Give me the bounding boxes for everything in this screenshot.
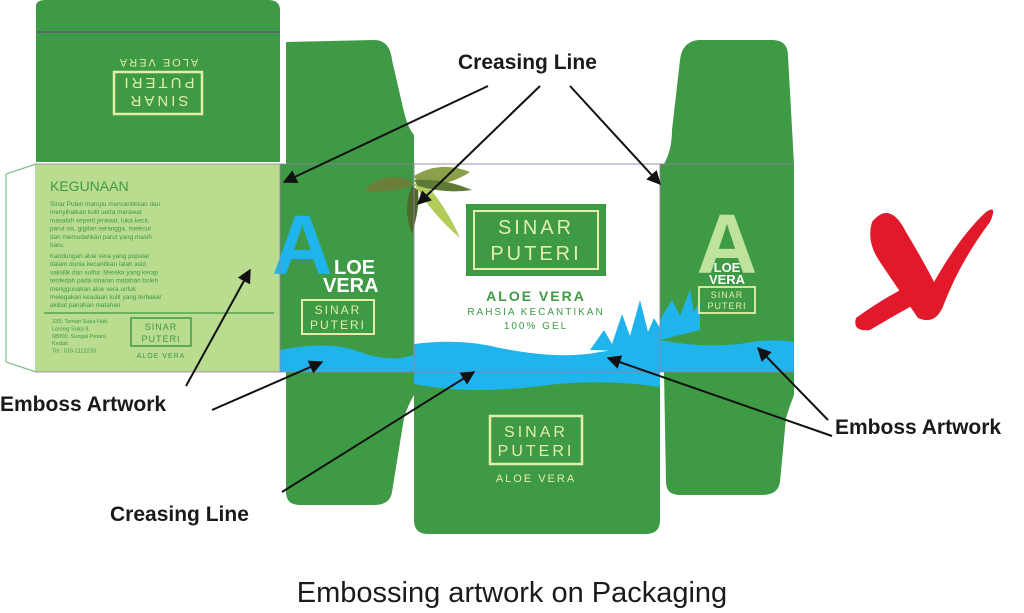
bottom-brand-line2: PUTERI bbox=[498, 443, 575, 460]
text-line: parut sis, gigitan serangga, melecur bbox=[50, 226, 152, 233]
text-line: baru. bbox=[50, 242, 65, 249]
right-side-vera: VERA bbox=[709, 272, 746, 287]
glue-flap bbox=[5, 163, 37, 373]
front-brand-line2: PUTERI bbox=[490, 243, 581, 265]
text-line: Kedah bbox=[52, 341, 68, 347]
front-brand-line1: SINAR bbox=[498, 217, 574, 239]
text-line: menyihatkan kulit serta merawat bbox=[50, 209, 142, 216]
cross-mark-icon bbox=[855, 209, 994, 331]
text-line: salisilik dan sulfur. Mereka yang kerap bbox=[50, 269, 158, 276]
front-tagline: RAHSIA KECANTIKAN bbox=[467, 307, 604, 318]
right-side-panel: A LOE VERA SINAR PUTERI bbox=[660, 40, 794, 495]
left-side-brand-line1: SINAR bbox=[315, 303, 362, 317]
top-flap-brand-line2: PUTERI bbox=[121, 74, 194, 91]
right-side-loe: LOE bbox=[714, 260, 741, 275]
back-panel-heading: KEGUNAAN bbox=[50, 178, 129, 194]
back-brand-product: ALOE VERA bbox=[137, 353, 186, 360]
callout-creasing-line-bottom: Creasing Line bbox=[110, 503, 249, 526]
right-emboss-letter: A bbox=[697, 197, 758, 291]
callout-emboss-artwork-right: Emboss Artwork bbox=[835, 416, 1002, 439]
left-side-brand-line2: PUTERI bbox=[310, 318, 366, 332]
front-gel: 100% GEL bbox=[504, 321, 568, 332]
text-line: masalah seperti jerawat, luka kecil, bbox=[50, 217, 149, 224]
text-line: melegakan keadaan kulit yang terbakar bbox=[50, 294, 162, 301]
crease-lines bbox=[36, 163, 794, 373]
text-line: dalam dunia kecantikan ialah asid bbox=[50, 261, 146, 268]
bottom-product: ALOE VERA bbox=[496, 473, 576, 485]
text-line: Kandungan aloe vera yang popular bbox=[50, 253, 150, 260]
back-panel: KEGUNAAN Sinar Puteri mampu mencantikkan… bbox=[36, 164, 280, 372]
left-emboss-letter: A bbox=[272, 198, 333, 292]
back-panel-paragraph-1: Sinar Puteri mampu mencantikkan danmenyi… bbox=[50, 201, 161, 249]
callout-arrows bbox=[185, 85, 833, 493]
text-line: menggunakan aloe vera untuk bbox=[50, 286, 137, 293]
text-line: Lorong Suka 9, bbox=[52, 326, 90, 332]
back-brand-line2: PUTERI bbox=[141, 334, 180, 344]
right-side-brand-line1: SINAR bbox=[711, 290, 744, 300]
callout-creasing-line-top: Creasing Line bbox=[458, 51, 597, 74]
right-side-brand-line2: PUTERI bbox=[707, 301, 746, 311]
text-line: 333, Taman Suka Hati, bbox=[52, 319, 109, 325]
text-line: akibat panahan matahari. bbox=[50, 302, 122, 309]
left-side-loe: LOE bbox=[334, 257, 375, 279]
left-side-panel: A LOE VERA SINAR PUTERI bbox=[272, 40, 414, 505]
back-panel-address: 333, Taman Suka Hati,Lorong Suka 9, 08000… bbox=[52, 319, 109, 355]
text-line: 08000, Sungai Petani, bbox=[52, 334, 107, 340]
bottom-brand-line1: SINAR bbox=[504, 424, 568, 441]
top-flap-product: ALOE VERA bbox=[118, 56, 198, 68]
top-flap: SINAR PUTERI ALOE VERA bbox=[36, 0, 280, 162]
figure-caption: Embossing artwork on Packaging bbox=[296, 577, 728, 609]
back-brand-line1: SINAR bbox=[145, 322, 178, 332]
text-line: Tel : 010-1112233 bbox=[52, 349, 96, 355]
top-flap-brand-line1: SINAR bbox=[128, 92, 189, 109]
bottom-flap: SINAR PUTERI ALOE VERA bbox=[414, 372, 660, 534]
front-product: ALOE VERA bbox=[486, 288, 586, 304]
left-side-vera: VERA bbox=[323, 275, 379, 297]
callout-emboss-artwork-left: Emboss Artwork bbox=[0, 393, 167, 416]
text-line: dan memudahkan parut yang masih bbox=[50, 234, 152, 241]
front-panel: SINAR PUTERI ALOE VERA RAHSIA KECANTIKAN… bbox=[413, 163, 661, 373]
text-line: terdedah pada sinaran matahari boleh bbox=[50, 278, 158, 285]
text-line: Sinar Puteri mampu mencantikkan dan bbox=[50, 201, 161, 208]
